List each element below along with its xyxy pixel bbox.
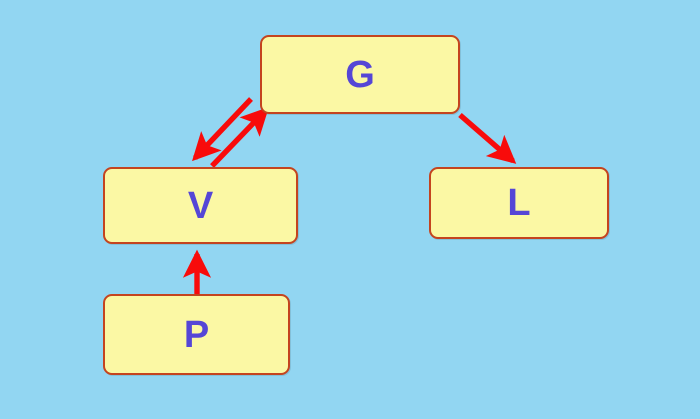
node-g-label: G bbox=[345, 53, 375, 96]
node-g[interactable]: G bbox=[260, 35, 460, 114]
node-l[interactable]: L bbox=[429, 167, 609, 239]
node-p[interactable]: P bbox=[103, 294, 290, 375]
node-v-label: V bbox=[187, 184, 214, 227]
edge-g-to-l bbox=[458, 112, 517, 164]
node-p-label: P bbox=[183, 313, 210, 356]
node-v[interactable]: V bbox=[103, 167, 298, 244]
node-l-label: L bbox=[507, 182, 531, 224]
edge-v-to-g bbox=[210, 106, 269, 168]
edge-g-to-v bbox=[192, 97, 253, 162]
